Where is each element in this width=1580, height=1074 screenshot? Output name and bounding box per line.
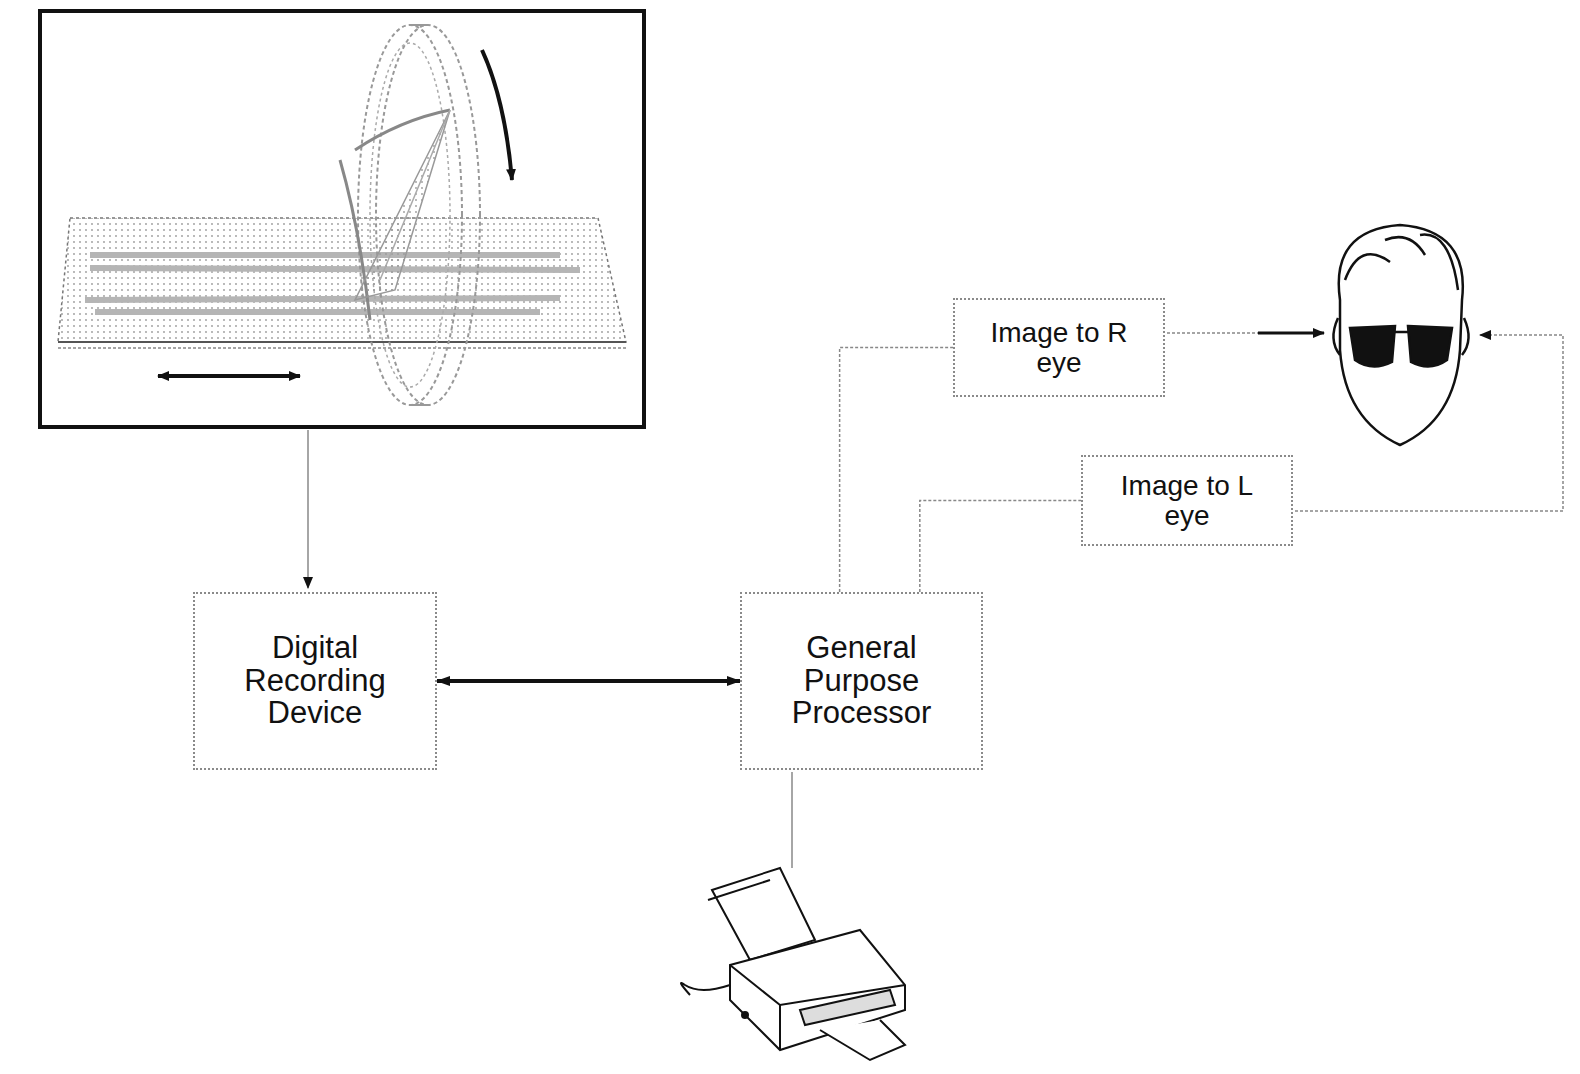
box-label: General Purpose Processor	[774, 632, 949, 730]
image-box: Image to L eye	[1081, 455, 1293, 546]
image-box: Image to R eye	[953, 298, 1165, 397]
recorder-box: Digital Recording Device	[193, 592, 437, 770]
apparatus-illustration	[40, 11, 644, 427]
processor-box: General Purpose Processor	[740, 592, 983, 770]
signal-line	[840, 348, 953, 593]
data-link-arrow	[437, 679, 740, 683]
viewer-head	[1333, 225, 1468, 445]
signal-line	[920, 501, 1081, 593]
printer-icon	[681, 868, 905, 1060]
right-eye-arrow	[1258, 332, 1324, 335]
left-eye-feed	[1295, 335, 1563, 511]
box-label: Image to R eye	[977, 318, 1142, 377]
box-label: Digital Recording Device	[230, 632, 400, 730]
box-label: Image to L eye	[1105, 471, 1270, 530]
printer-lead	[791, 772, 793, 868]
signal-lead	[307, 430, 309, 588]
